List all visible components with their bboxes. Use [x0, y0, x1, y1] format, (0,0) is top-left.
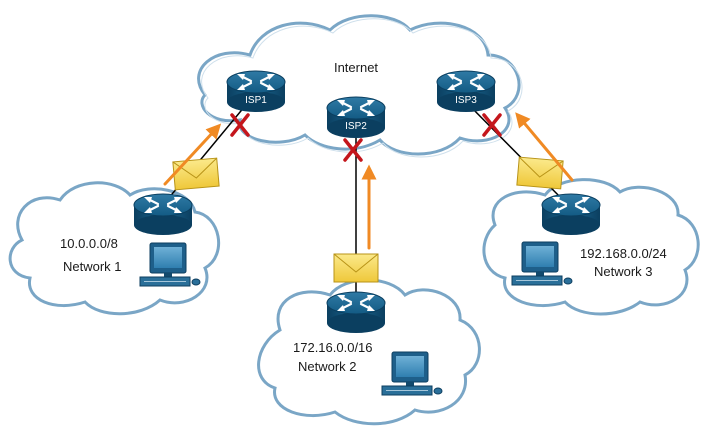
arrow-up-network3	[515, 112, 574, 182]
network-1-address: 10.0.0.0/8	[60, 236, 118, 251]
network-3-address: 192.168.0.0/24	[580, 246, 667, 261]
network-2-address: 172.16.0.0/16	[293, 340, 373, 355]
blocked-x-icon	[343, 138, 363, 162]
network-1-name: Network 1	[63, 259, 122, 274]
link-isp3-network3	[463, 99, 569, 206]
router-isp1[interactable]: ISP1	[225, 69, 287, 114]
blocked-x-icon	[482, 113, 502, 137]
router-network-2[interactable]	[325, 290, 387, 335]
network-2-name: Network 2	[298, 359, 357, 374]
internet-label: Internet	[334, 60, 378, 75]
router-isp3[interactable]: ISP3	[435, 69, 497, 114]
arrow-up-network1	[163, 123, 222, 186]
isp2-label: ISP2	[345, 121, 367, 132]
blocked-x-icon	[230, 113, 250, 137]
traffic-arrows	[163, 112, 574, 250]
isp1-label: ISP1	[245, 95, 267, 106]
network-3-name: Network 3	[594, 264, 653, 279]
router-network-1[interactable]	[132, 192, 194, 237]
envelope-icon	[333, 253, 379, 283]
router-isp2[interactable]: ISP2	[325, 95, 387, 140]
envelope-icon	[172, 157, 220, 191]
internet-cloud	[197, 14, 523, 158]
isp3-label: ISP3	[455, 95, 477, 106]
router-network-3[interactable]	[540, 192, 602, 237]
